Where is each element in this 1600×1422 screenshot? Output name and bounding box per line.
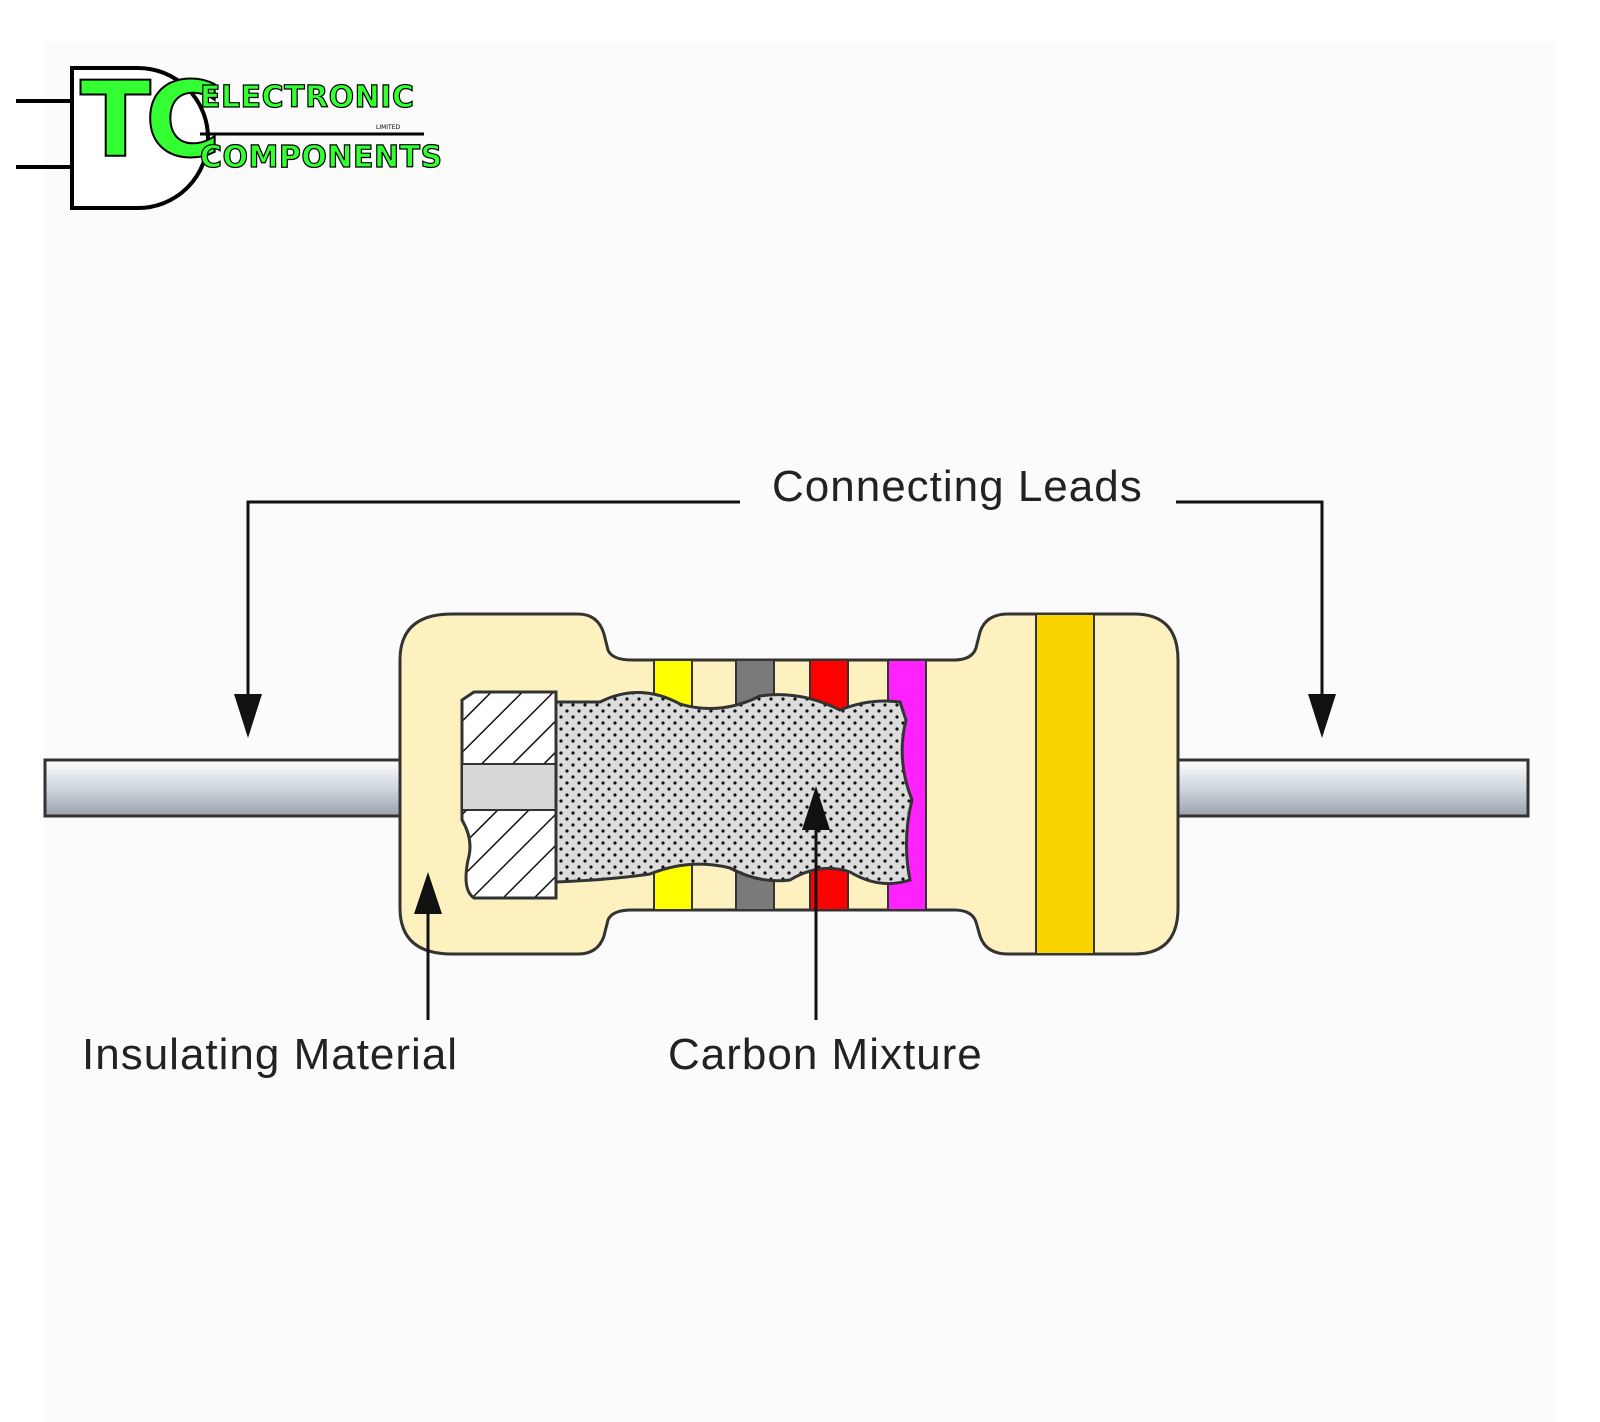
leads-bracket-right [1176,500,1324,700]
logo-limited: LIMITED [376,124,401,131]
band-tolerance [1035,613,1095,955]
leads-bracket-left [246,500,740,700]
right-lead [1170,758,1530,818]
logo-symbol-icon [16,66,424,210]
left-lead [43,758,409,818]
carbon-arrow-icon [802,786,830,830]
logo-line-electronic: ELECTRONIC [199,79,415,115]
label-carbon-mixture: Carbon Mixture [668,1030,983,1079]
leads-arrow-left-icon [234,694,262,738]
leads-arrow-right-icon [1308,694,1336,738]
label-insulating-material: Insulating Material [82,1030,459,1079]
lead-insert [461,763,563,811]
logo-mark: TC [79,59,222,181]
carbon-mixture [554,691,914,886]
insulating-arrow-icon [414,872,442,914]
company-logo: TC ELECTRONIC LIMITED COMPONENTS [0,40,443,220]
logo-line-components: COMPONENTS [199,139,443,175]
label-connecting-leads: Connecting Leads [756,462,1159,512]
